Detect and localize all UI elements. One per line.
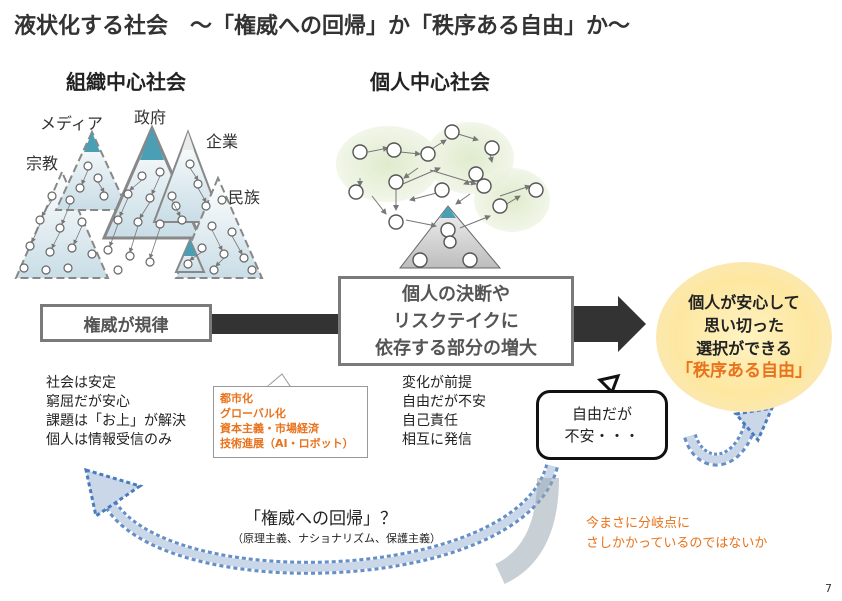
goal-accent: 「秩序ある自由」 (676, 361, 812, 381)
speech-line: 不安・・・ (564, 427, 640, 445)
page-title: 液状化する社会 〜「権威への回帰」か「秩序ある自由」か〜 (14, 14, 631, 39)
factor-item: 都市化 (220, 392, 253, 405)
organization-pyramids (14, 124, 264, 279)
factors-callout-tip (266, 373, 291, 387)
transition-arrow (212, 296, 646, 352)
factor-item: 技術進展（AI・ロボット） (220, 437, 354, 450)
factor-item: グローバル化 (220, 407, 286, 420)
factor-item: 資本主義・市場経済 (220, 422, 319, 435)
goal-line: 思い切った (703, 316, 784, 335)
label-gov: 政府 (134, 108, 167, 127)
individual-network (336, 122, 550, 269)
label-ethnic: 民族 (228, 188, 261, 207)
label-religion: 宗教 (26, 154, 59, 173)
crossroads-note: 今まさに分岐点に さしかかっているのではないか (586, 514, 767, 554)
left-heading: 組織中心社会 (66, 70, 186, 94)
return-subtitle: （原理主義、ナショナリズム、保護主義） (232, 532, 441, 545)
page-number: 7 (825, 582, 832, 595)
note-line: 今まさに分岐点に (586, 516, 691, 531)
trait-item: 窮屈だが安心 (46, 394, 130, 410)
box-line: リスクテイクに (393, 310, 519, 332)
box-line: 依存する部分の増大 (375, 337, 537, 359)
trait-item: 課題は「お上」が解決 (46, 413, 186, 429)
forward-dotted-arrow (683, 406, 775, 467)
speech-bubble: 自由だが 不安・・・ (536, 390, 668, 460)
authority-box: 権威が規律 (40, 304, 212, 342)
label-media: メディア (40, 114, 103, 133)
trait-item: 自由だが不安 (402, 394, 486, 410)
organization-traits: 社会は安定 窮屈だが安心 課題は「お上」が解決 個人は情報受信のみ (46, 374, 186, 450)
factors-callout: 都市化 グローバル化 資本主義・市場経済 技術進展（AI・ロボット） (213, 386, 368, 458)
trait-item: 相互に発信 (402, 432, 472, 448)
center-heading: 個人中心社会 (370, 70, 490, 94)
trait-item: 社会は安定 (46, 375, 116, 391)
note-line: さしかかっているのではないか (586, 536, 768, 551)
return-dotted-arrow (83, 463, 559, 584)
speech-tail (597, 373, 621, 395)
trait-item: 自己責任 (402, 413, 458, 429)
goal-line: 選択ができる (696, 339, 792, 358)
goal-line: 個人が安心して (688, 293, 800, 312)
ordered-freedom-goal: 個人が安心して 思い切った 選択ができる 「秩序ある自由」 (656, 262, 832, 412)
return-question: 「権威への回帰」？ (244, 509, 397, 529)
trait-item: 変化が前提 (402, 375, 472, 391)
label-corp: 企業 (206, 132, 239, 151)
trait-item: 個人は情報受信のみ (46, 432, 172, 448)
individual-decision-box: 個人の決断や リスクテイクに 依存する部分の増大 (338, 276, 574, 366)
individual-traits: 変化が前提 自由だが不安 自己責任 相互に発信 (402, 374, 486, 450)
speech-line: 自由だが (571, 405, 632, 423)
box-line: 個人の決断や (402, 283, 510, 305)
